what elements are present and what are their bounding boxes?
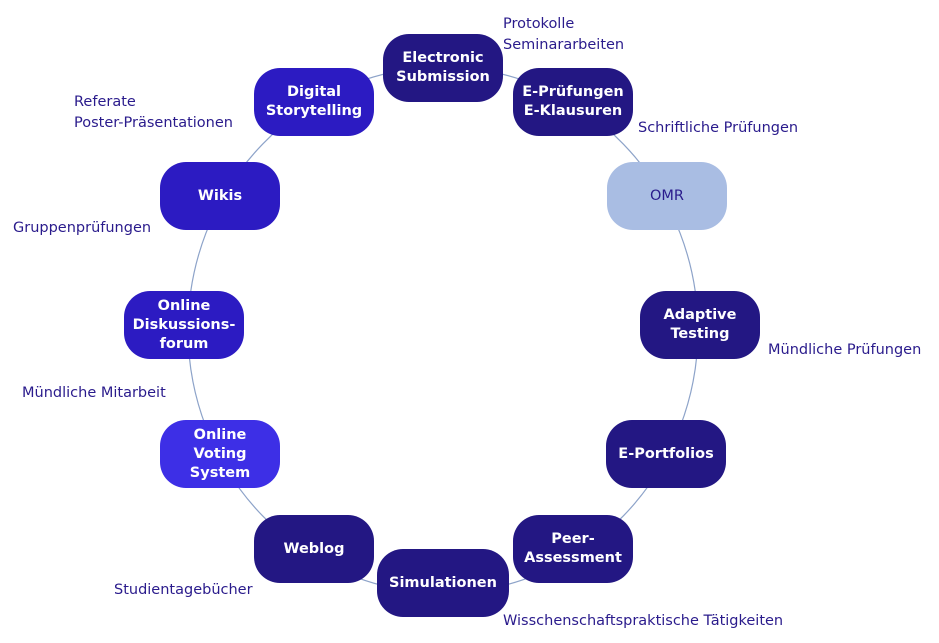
node-peer-assessment: Peer- Assessment [513, 515, 633, 583]
node-omr: OMR [607, 162, 727, 230]
node-electronic-submission: Electronic Submission [383, 34, 503, 102]
note-gruppenpruefungen: Gruppenprüfungen [13, 220, 152, 236]
node-online-diskussionsforum: Online Diskussions- forum [124, 291, 244, 359]
node-e-pruefungen: E-Prüfungen E-Klausuren [513, 68, 633, 136]
note-muendliche-mitarbeit: Mündliche Mitarbeit [22, 385, 166, 401]
node-wikis: Wikis [160, 162, 280, 230]
node-adaptive-testing: Adaptive Testing [640, 291, 760, 359]
node-online-voting-system: Online Voting System [160, 420, 280, 488]
note-studientagebuecher: Studientagebücher [114, 582, 253, 598]
node-weblog: Weblog [254, 515, 374, 583]
ring-line [187, 66, 699, 594]
node-digital-storytelling: Digital Storytelling [254, 68, 374, 136]
note-referate: Referate Poster-Präsentationen [74, 94, 233, 131]
note-wissenschaftspraktische: Wisschenschaftspraktische Tätigkeiten [503, 613, 784, 629]
node-e-portfolios: E-Portfolios [606, 420, 726, 488]
note-protokolle: Protokolle Seminararbeiten [503, 16, 625, 53]
note-schriftliche-pruefungen: Schriftliche Prüfungen [638, 120, 799, 136]
note-muendliche-pruefungen: Mündliche Prüfungen [768, 342, 922, 358]
node-simulationen: Simulationen [377, 549, 509, 617]
